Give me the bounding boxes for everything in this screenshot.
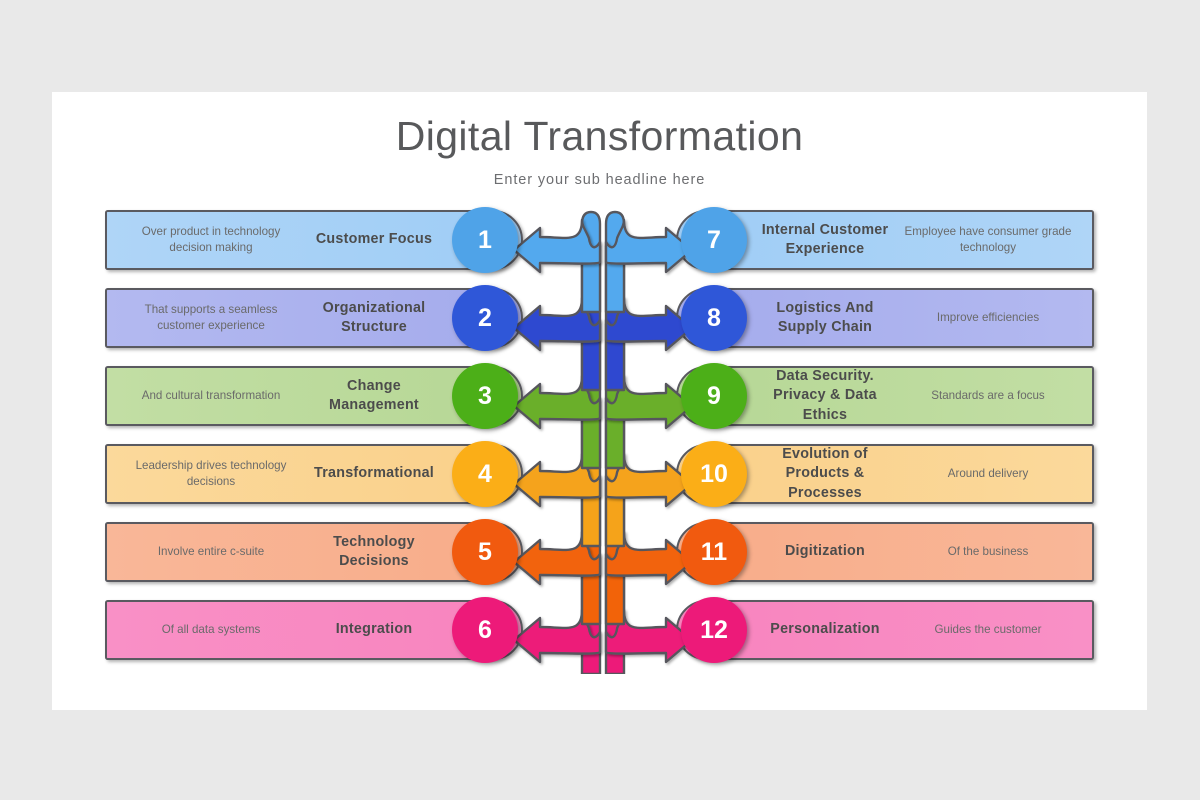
row-number-badge[interactable]: 5	[452, 519, 518, 585]
row-description: Standards are a focus	[931, 388, 1045, 402]
row-headline: Data Security. Privacy & Data Ethics	[773, 368, 877, 423]
row-number-badge[interactable]: 4	[452, 441, 518, 507]
row-headline: Customer Focus	[315, 231, 433, 248]
row-number-badge[interactable]: 2	[452, 285, 518, 351]
list-item[interactable]: And cultural transformation Change Manag…	[105, 363, 523, 429]
row-headline: Internal Customer Experience	[761, 221, 889, 257]
row-description: Employee have consumer grade technology	[904, 224, 1072, 254]
row-headline: Logistics And Supply Chain	[776, 299, 874, 335]
row-description: Guides the customer	[934, 622, 1042, 636]
row-number-badge[interactable]: 3	[452, 363, 518, 429]
row-bar[interactable]: Involve entire c-suite Technology Decisi…	[105, 522, 523, 582]
row-bar[interactable]: Evolution of Products & Processes Around…	[676, 444, 1094, 504]
row-number-badge[interactable]: 10	[681, 441, 747, 507]
row-description: Of all data systems	[161, 622, 261, 636]
list-item[interactable]: Data Security. Privacy & Data Ethics Sta…	[676, 363, 1094, 429]
list-item[interactable]: Digitization Of the business 11	[676, 519, 1094, 585]
row-headline: Transformational	[314, 465, 434, 482]
page-title: Digital Transformation	[395, 113, 804, 159]
list-item[interactable]: Internal Customer Experience Employee ha…	[676, 207, 1094, 273]
list-item[interactable]: Leadership drives technology decisions T…	[105, 441, 523, 507]
slide-canvas: Digital Transformation Enter your sub he…	[52, 92, 1147, 710]
row-description: Over product in technology decision maki…	[141, 224, 281, 254]
row-bar[interactable]: Logistics And Supply Chain Improve effic…	[676, 288, 1094, 348]
row-headline: Digitization	[784, 543, 866, 560]
list-item[interactable]: That supports a seamless customer experi…	[105, 285, 523, 351]
row-description: Leadership drives technology decisions	[135, 458, 287, 488]
row-number-badge[interactable]: 8	[681, 285, 747, 351]
row-description: Improve efficiencies	[936, 310, 1040, 324]
page-subtitle: Enter your sub headline here	[493, 172, 706, 188]
row-headline: Evolution of Products & Processes	[782, 446, 868, 501]
row-number-badge[interactable]: 12	[681, 597, 747, 663]
row-description: Involve entire c-suite	[157, 544, 265, 558]
list-item[interactable]: Personalization Guides the customer 12	[676, 597, 1094, 663]
list-item[interactable]: Over product in technology decision maki…	[105, 207, 523, 273]
row-description: Around delivery	[947, 466, 1029, 480]
row-headline: Integration	[335, 621, 413, 638]
row-description: Of the business	[947, 544, 1029, 558]
list-item[interactable]: Involve entire c-suite Technology Decisi…	[105, 519, 523, 585]
row-headline: Technology Decisions	[333, 533, 415, 569]
row-headline: Organizational Structure	[322, 299, 426, 335]
row-number-badge[interactable]: 6	[452, 597, 518, 663]
row-number-badge[interactable]: 1	[452, 207, 518, 273]
row-number-badge[interactable]: 7	[681, 207, 747, 273]
row-description: And cultural transformation	[141, 388, 281, 402]
list-item[interactable]: Of all data systems Integration 6	[105, 597, 523, 663]
row-headline: Change Management	[329, 377, 419, 413]
list-item[interactable]: Logistics And Supply Chain Improve effic…	[676, 285, 1094, 351]
list-item[interactable]: Evolution of Products & Processes Around…	[676, 441, 1094, 507]
row-number-badge[interactable]: 9	[681, 363, 747, 429]
row-description: That supports a seamless customer experi…	[144, 302, 278, 332]
branching-arrows-diagram	[512, 210, 694, 674]
row-headline: Personalization	[770, 621, 880, 638]
row-number-badge[interactable]: 11	[681, 519, 747, 585]
